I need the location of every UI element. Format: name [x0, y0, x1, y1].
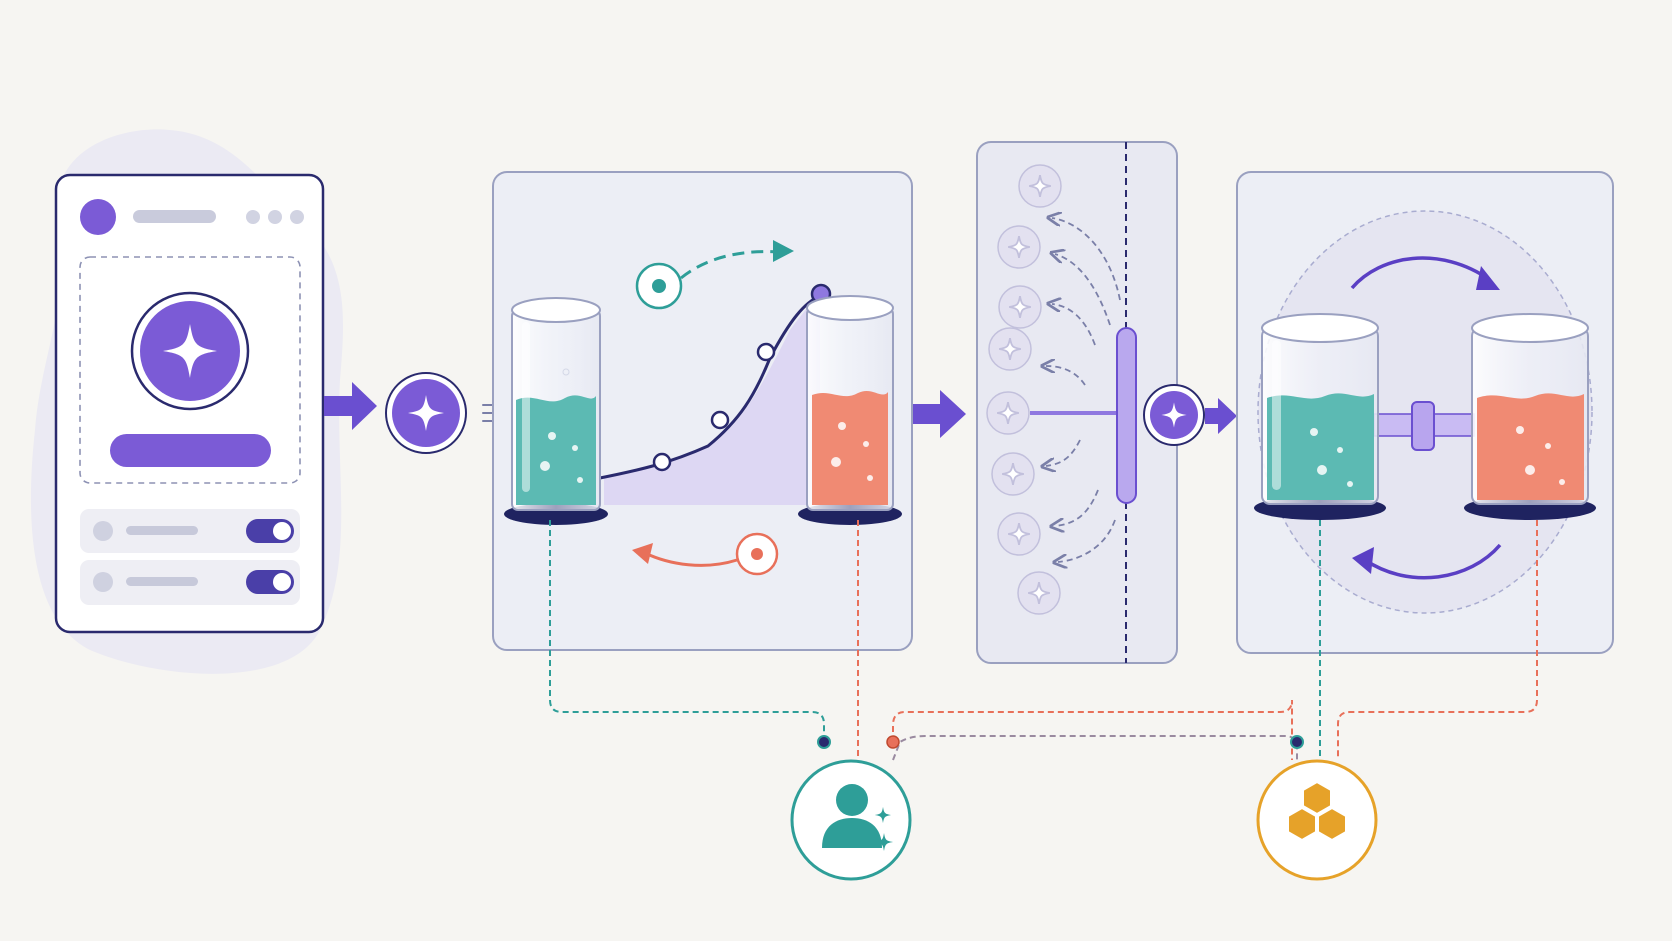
primary-action-button[interactable]	[110, 434, 271, 467]
exchange-panel	[1236, 171, 1614, 654]
connector-pipe	[1373, 401, 1475, 451]
app-card	[30, 129, 344, 674]
hexagon-cluster-icon	[1287, 780, 1347, 842]
toggle-switch[interactable]	[246, 570, 294, 594]
content-dashed-frame	[79, 256, 301, 484]
slate-connector	[892, 735, 1298, 765]
particle	[988, 327, 1032, 371]
particle	[997, 512, 1041, 556]
connector-lines	[549, 520, 1538, 780]
curve-point	[710, 410, 730, 430]
transfer-panel	[492, 171, 913, 651]
particle	[1017, 571, 1061, 615]
menu-dots-icon[interactable]	[246, 210, 304, 224]
particle	[986, 391, 1030, 435]
coral-connector	[892, 699, 1293, 760]
coral-beaker	[1464, 313, 1596, 520]
flow-arrow	[1205, 398, 1237, 434]
membrane-panel	[976, 141, 1178, 664]
sparkle-badge	[130, 291, 250, 411]
teal-flow-indicator	[635, 240, 794, 310]
title-placeholder-bar	[133, 210, 216, 223]
membrane-channel	[1116, 327, 1137, 504]
particle	[997, 225, 1041, 269]
cluster-node	[1256, 759, 1378, 881]
curve-area	[604, 296, 820, 505]
toggle-row	[80, 509, 300, 553]
teal-connector	[549, 520, 825, 742]
user-sparkle-icon	[822, 784, 893, 851]
curve-point	[652, 452, 672, 472]
particle	[991, 452, 1035, 496]
coral-connector	[1337, 520, 1538, 760]
cycle-arrow-top	[1350, 256, 1492, 290]
growth-curve	[599, 294, 821, 480]
cycle-arrow-bottom	[1364, 543, 1502, 580]
particle	[998, 285, 1042, 329]
teal-beaker	[504, 297, 608, 525]
particle-column	[986, 164, 1062, 615]
sparkle-token	[385, 372, 467, 454]
user-node	[790, 759, 912, 881]
diffusion-arrows	[1046, 218, 1121, 562]
connector-dots	[817, 735, 1304, 749]
toggle-row	[80, 560, 300, 605]
curve-point	[756, 342, 776, 362]
curve-points	[652, 283, 832, 472]
teal-beaker	[1254, 313, 1386, 520]
coral-flow-indicator	[632, 532, 779, 576]
flow-arrow	[913, 390, 966, 438]
flow-arrow	[324, 382, 377, 430]
particle	[1018, 164, 1062, 208]
sparkle-token	[1143, 384, 1205, 446]
coral-beaker	[798, 295, 902, 525]
toggle-switch[interactable]	[246, 519, 294, 543]
avatar[interactable]	[80, 199, 116, 235]
